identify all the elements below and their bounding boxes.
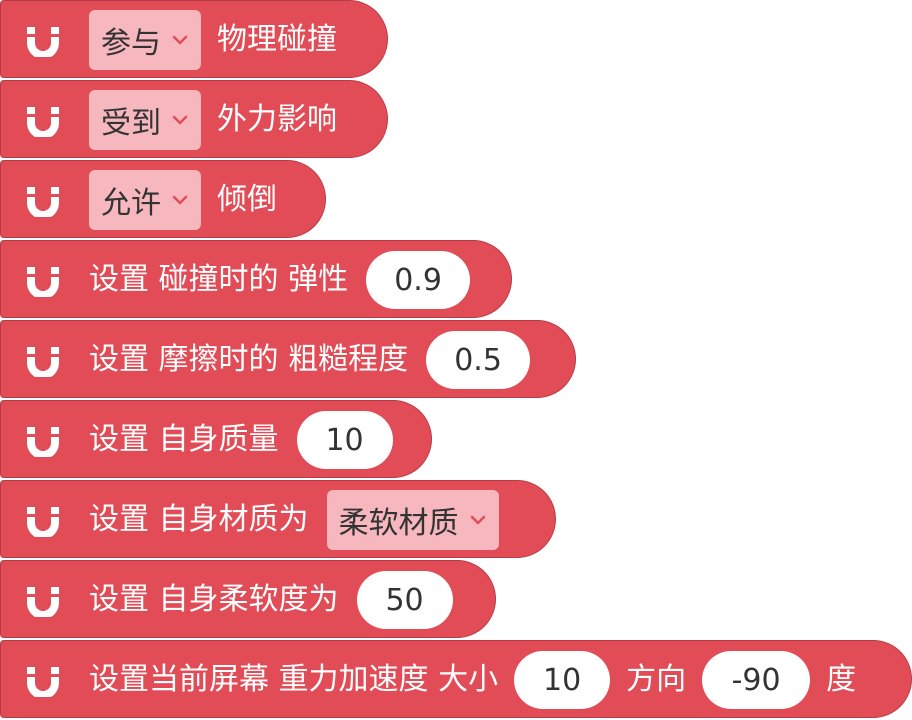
block-label: 设置 摩擦时的 粗糙程度 bbox=[89, 342, 409, 377]
receive-dropdown[interactable]: 受到 bbox=[89, 90, 201, 150]
chevron-down-icon bbox=[172, 115, 188, 125]
dropdown-value: 允许 bbox=[101, 186, 161, 221]
input-value: 0.5 bbox=[454, 342, 502, 378]
block-label: 物理碰撞 bbox=[217, 22, 337, 57]
gravity-direction-input[interactable]: -90 bbox=[702, 651, 811, 709]
block-set-material[interactable]: 设置 自身材质为 柔软材质 bbox=[0, 480, 556, 558]
softness-input[interactable]: 50 bbox=[356, 571, 453, 629]
block-content: 设置当前屏幕 重力加速度 大小 10 方向 -90 度 bbox=[89, 641, 856, 719]
block-content: 设置 自身材质为 柔软材质 bbox=[89, 481, 515, 559]
block-label: 设置 自身质量 bbox=[89, 422, 279, 457]
roughness-input[interactable]: 0.5 bbox=[426, 331, 531, 389]
block-label: 设置当前屏幕 重力加速度 大小 bbox=[89, 662, 499, 697]
block-content: 设置 碰撞时的 弹性 0.9 bbox=[89, 241, 471, 319]
magnet-icon bbox=[27, 507, 59, 537]
input-value: 10 bbox=[325, 422, 364, 458]
degree-label: 度 bbox=[826, 662, 857, 697]
dropdown-value: 参与 bbox=[101, 26, 161, 61]
magnet-icon bbox=[27, 187, 59, 217]
magnet-icon bbox=[27, 427, 59, 457]
block-content: 设置 自身质量 10 bbox=[89, 401, 393, 479]
block-content: 参与 物理碰撞 bbox=[89, 1, 337, 79]
block-content: 设置 摩擦时的 粗糙程度 0.5 bbox=[89, 321, 531, 399]
block-label: 设置 自身材质为 bbox=[89, 502, 309, 537]
block-allow-tipping[interactable]: 允许 倾倒 bbox=[0, 160, 326, 238]
bounciness-input[interactable]: 0.9 bbox=[366, 251, 471, 309]
block-label: 设置 碰撞时的 弹性 bbox=[89, 262, 349, 297]
dropdown-value: 受到 bbox=[101, 106, 161, 141]
block-set-bounciness[interactable]: 设置 碰撞时的 弹性 0.9 bbox=[0, 240, 512, 318]
allow-dropdown[interactable]: 允许 bbox=[89, 170, 201, 230]
chevron-down-icon bbox=[172, 195, 188, 205]
block-content: 设置 自身柔软度为 50 bbox=[89, 561, 453, 639]
mass-input[interactable]: 10 bbox=[296, 411, 393, 469]
chevron-down-icon bbox=[470, 515, 485, 525]
gravity-magnitude-input[interactable]: 10 bbox=[514, 651, 611, 709]
direction-label: 方向 bbox=[626, 662, 687, 697]
input-value: 50 bbox=[385, 582, 424, 618]
magnet-icon bbox=[27, 347, 59, 377]
magnet-icon bbox=[27, 667, 59, 697]
dropdown-value: 柔软材质 bbox=[338, 506, 459, 541]
block-label: 设置 自身柔软度为 bbox=[89, 582, 339, 617]
magnet-icon bbox=[27, 27, 59, 57]
block-content: 受到 外力影响 bbox=[89, 81, 337, 159]
block-enable-physics-collision[interactable]: 参与 物理碰撞 bbox=[0, 0, 388, 78]
block-set-roughness[interactable]: 设置 摩擦时的 粗糙程度 0.5 bbox=[0, 320, 576, 398]
block-external-force[interactable]: 受到 外力影响 bbox=[0, 80, 388, 158]
material-dropdown[interactable]: 柔软材质 bbox=[326, 490, 499, 550]
block-label: 外力影响 bbox=[217, 102, 337, 137]
magnet-icon bbox=[27, 267, 59, 297]
block-label: 倾倒 bbox=[217, 182, 277, 217]
block-set-gravity[interactable]: 设置当前屏幕 重力加速度 大小 10 方向 -90 度 bbox=[0, 640, 912, 718]
block-content: 允许 倾倒 bbox=[89, 161, 277, 239]
block-set-mass[interactable]: 设置 自身质量 10 bbox=[0, 400, 432, 478]
participate-dropdown[interactable]: 参与 bbox=[89, 10, 201, 70]
magnet-icon bbox=[27, 587, 59, 617]
input-value: -90 bbox=[731, 662, 781, 698]
chevron-down-icon bbox=[172, 35, 188, 45]
input-value: 0.9 bbox=[394, 262, 442, 298]
input-value: 10 bbox=[542, 662, 582, 698]
magnet-icon bbox=[27, 107, 59, 137]
block-set-softness[interactable]: 设置 自身柔软度为 50 bbox=[0, 560, 496, 638]
